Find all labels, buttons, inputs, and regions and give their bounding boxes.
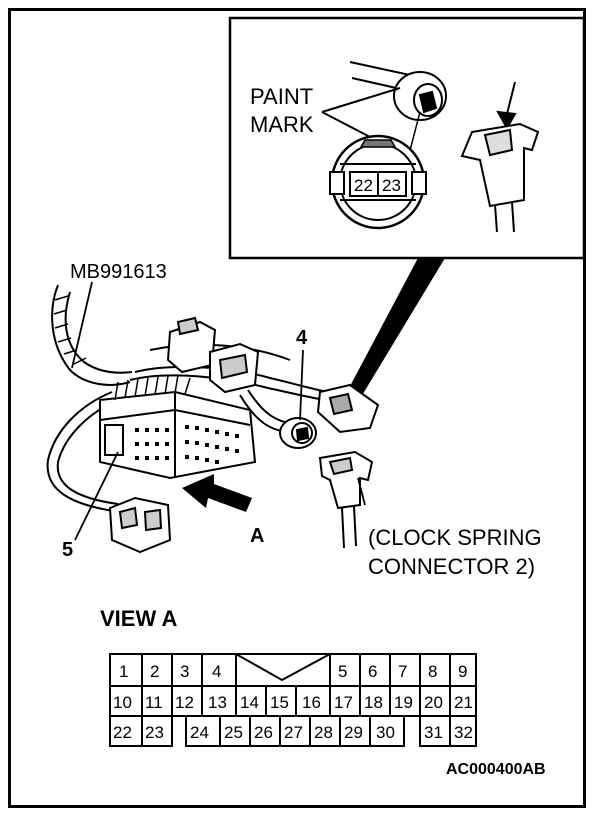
pin-15: 15 (270, 693, 289, 712)
main-connector-pins (135, 425, 239, 464)
clock-spring-label-line1: (CLOCK SPRING (368, 525, 542, 550)
pin-18: 18 (364, 693, 383, 712)
view-a-title: VIEW A (100, 606, 178, 631)
pin-20: 20 (424, 693, 443, 712)
pin-21: 21 (454, 693, 473, 712)
pin-4: 4 (212, 662, 221, 681)
figure-frame (8, 8, 586, 808)
lower-branch-connector (108, 496, 172, 554)
pin-25: 25 (224, 723, 243, 742)
pin-23: 23 (145, 723, 164, 742)
view-a-gaps (173, 744, 419, 749)
pin-27: 27 (284, 723, 303, 742)
pin-22: 22 (113, 723, 132, 742)
pin-3: 3 (180, 662, 189, 681)
top-connectors (166, 316, 260, 394)
pin-13: 13 (208, 693, 227, 712)
pin-1: 1 (119, 662, 128, 681)
pin-9: 9 (458, 662, 467, 681)
inset-pin-22: 22 (354, 176, 373, 195)
tool-part-number: MB991613 (70, 261, 167, 283)
pin-17: 17 (334, 693, 353, 712)
pin-14: 14 (240, 693, 259, 712)
pin-32: 32 (454, 723, 473, 742)
pin-16: 16 (302, 693, 321, 712)
pin-8: 8 (428, 662, 437, 681)
callout-4: 4 (296, 327, 308, 349)
callout-leaders (71, 281, 366, 541)
clock-spring-label-line2: CONNECTOR 2) (368, 554, 536, 579)
pin-26: 26 (254, 723, 273, 742)
wire-bundle (114, 374, 191, 401)
pin-12: 12 (175, 693, 194, 712)
pin-2: 2 (150, 662, 159, 681)
pin-7: 7 (398, 662, 407, 681)
main-connector (99, 390, 257, 480)
paint-mark-label-line1: PAINT (250, 84, 314, 109)
pin-29: 29 (344, 723, 363, 742)
inset-pin-23: 23 (382, 176, 401, 195)
tool-hatching (53, 295, 87, 365)
figure-code: AC000400AB (446, 761, 546, 778)
pointer-wedge (340, 258, 445, 412)
callout-5: 5 (62, 539, 74, 561)
view-a-connector (109, 653, 477, 747)
round-connector-4 (279, 417, 317, 449)
view-arrow-a (182, 474, 252, 512)
pin-5: 5 (338, 662, 347, 681)
pin-24: 24 (190, 723, 209, 742)
pin-30: 30 (376, 723, 395, 742)
pin-11: 11 (145, 693, 163, 712)
inset-connector-face (329, 134, 427, 230)
inset-connector-side (349, 61, 447, 121)
clock-spring-connector-2 (318, 450, 374, 549)
clock-spring-connector-mated (316, 383, 380, 434)
pin-6: 6 (368, 662, 377, 681)
pin-28: 28 (314, 723, 333, 742)
paint-mark-label-line2: MARK (250, 112, 314, 137)
arrow-a-label: A (250, 525, 265, 547)
pin-31: 31 (424, 723, 443, 742)
inset-connector-right (460, 81, 540, 233)
pin-19: 19 (394, 693, 413, 712)
pin-10: 10 (113, 693, 132, 712)
